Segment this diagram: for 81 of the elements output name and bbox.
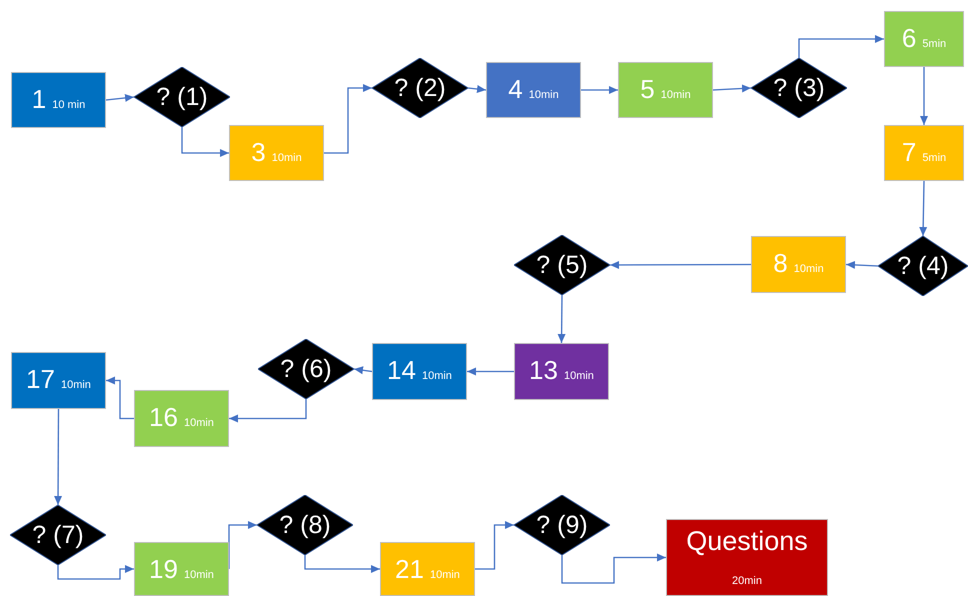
step-box bbox=[229, 125, 324, 181]
final-step-box bbox=[666, 519, 828, 596]
arrow bbox=[304, 555, 380, 573]
decision-diamond bbox=[514, 495, 610, 555]
step-box bbox=[884, 125, 964, 181]
arrow bbox=[846, 260, 878, 269]
step-box bbox=[380, 542, 475, 596]
decision-label: ? (5) bbox=[536, 252, 588, 278]
step-number: 17 bbox=[26, 363, 55, 396]
step-box bbox=[134, 542, 229, 596]
step-box bbox=[514, 343, 609, 400]
step-title: Questions bbox=[686, 528, 808, 555]
step-number: 21 bbox=[395, 553, 424, 586]
arrow bbox=[919, 180, 928, 236]
arrow bbox=[712, 84, 752, 92]
duration-text: 10min bbox=[184, 568, 214, 583]
step-box bbox=[11, 72, 106, 128]
step-number: 7 bbox=[902, 136, 916, 169]
decision-diamond bbox=[134, 67, 230, 127]
decision-label: ? (1) bbox=[156, 84, 208, 110]
decision-diamond bbox=[751, 58, 847, 118]
duration-text: 10min bbox=[422, 369, 452, 384]
decision-label: ? (4) bbox=[897, 254, 949, 278]
duration-text: 5min bbox=[922, 151, 946, 166]
step-box bbox=[751, 236, 846, 293]
arrow bbox=[610, 260, 751, 269]
duration-text: 10min bbox=[60, 378, 91, 393]
arrow bbox=[920, 67, 928, 125]
duration-text: 20min bbox=[732, 576, 762, 587]
arrow bbox=[467, 368, 514, 376]
step-number: 13 bbox=[529, 354, 558, 387]
duration-text: 5min bbox=[922, 37, 946, 52]
step-number: 5 bbox=[640, 73, 655, 106]
step-box bbox=[618, 62, 713, 118]
decision-diamond bbox=[372, 58, 468, 118]
arrow bbox=[181, 127, 229, 157]
step-number: 4 bbox=[508, 73, 523, 106]
step-box bbox=[884, 11, 964, 67]
arrow bbox=[561, 554, 666, 584]
decision-diamond bbox=[514, 235, 610, 295]
duration-text: 10min bbox=[794, 262, 824, 277]
step-box bbox=[134, 390, 229, 447]
decision-label: ? (8) bbox=[279, 512, 331, 538]
step-number: 8 bbox=[773, 247, 788, 280]
arrow bbox=[798, 35, 884, 58]
decision-diamond bbox=[258, 339, 354, 399]
decision-label: ? (3) bbox=[773, 76, 825, 100]
arrow bbox=[354, 366, 372, 374]
duration-text: 10min bbox=[272, 151, 302, 166]
step-box bbox=[11, 352, 106, 409]
arrow bbox=[475, 521, 514, 570]
duration-text: 10min bbox=[184, 416, 214, 431]
step-number: 1 bbox=[32, 83, 46, 116]
duration-text: 10min bbox=[564, 369, 594, 384]
step-number: 6 bbox=[902, 22, 916, 55]
duration-text: 10min bbox=[528, 88, 559, 103]
step-number: 19 bbox=[149, 553, 178, 586]
arrow bbox=[57, 565, 134, 580]
decision-diamond bbox=[257, 495, 353, 555]
step-number: 16 bbox=[149, 401, 178, 434]
decision-label: ? (2) bbox=[394, 76, 446, 100]
decision-diamond bbox=[10, 505, 106, 565]
duration-text: 10 min bbox=[52, 98, 86, 113]
decision-diamond bbox=[878, 236, 968, 296]
arrow bbox=[229, 399, 307, 422]
step-number: 14 bbox=[387, 354, 416, 387]
arrow bbox=[324, 84, 372, 154]
duration-text: 10min bbox=[430, 568, 460, 583]
duration-text: 10min bbox=[660, 88, 691, 103]
step-box bbox=[486, 62, 581, 118]
arrow bbox=[558, 295, 566, 343]
step-number: 3 bbox=[251, 136, 266, 169]
step-box bbox=[372, 343, 467, 400]
arrow bbox=[54, 409, 62, 505]
decision-label: ? (7) bbox=[32, 522, 84, 548]
arrow bbox=[468, 85, 486, 93]
arrow bbox=[106, 376, 134, 420]
decision-label: ? (6) bbox=[280, 356, 332, 382]
arrow bbox=[581, 86, 618, 94]
arrow bbox=[106, 94, 134, 102]
decision-label: ? (9) bbox=[536, 512, 588, 538]
